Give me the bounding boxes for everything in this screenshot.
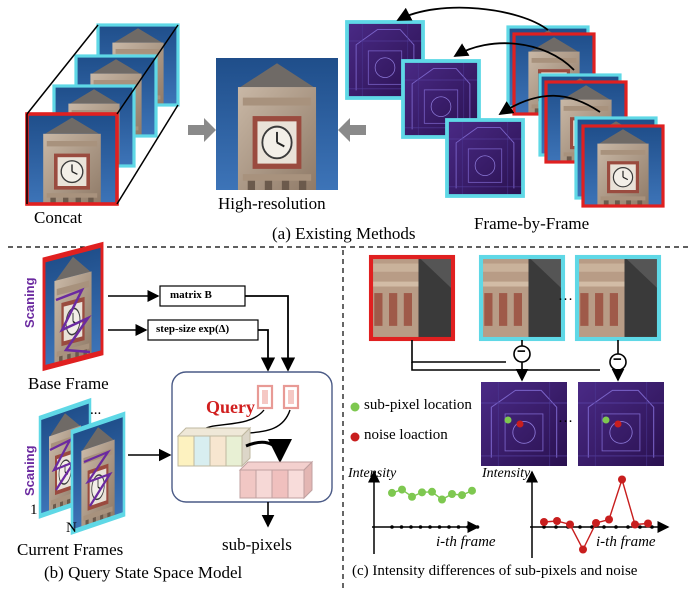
concat-label: Concat xyxy=(34,208,83,227)
legend-noise-dot xyxy=(350,432,360,442)
data-point xyxy=(553,517,561,525)
data-point xyxy=(605,515,613,524)
state-tokens xyxy=(176,426,252,468)
current-crop-2 xyxy=(574,254,662,342)
baseline-tick xyxy=(399,525,404,529)
data-point xyxy=(618,475,626,484)
diff-line-base xyxy=(411,340,506,363)
diff-map-2-subpixel-dot xyxy=(602,416,610,424)
baseline-tick xyxy=(466,525,470,529)
baseline-tick xyxy=(638,525,642,529)
minus-sign-1: − xyxy=(517,343,526,360)
state-arrow xyxy=(245,438,292,463)
data-point xyxy=(566,520,574,529)
diff-map-1-subpixel-dot xyxy=(504,416,512,424)
frame-by-frame-stack xyxy=(506,25,665,208)
baseline-tick xyxy=(578,525,582,529)
data-point xyxy=(644,519,652,528)
baseline-tick xyxy=(614,525,618,529)
diff-map-1 xyxy=(480,381,568,467)
arrow-step-size-down xyxy=(258,329,276,372)
frame-index-n: N xyxy=(66,520,77,536)
baseline-tick xyxy=(554,525,558,529)
noise-intensity-chart xyxy=(526,470,670,558)
diff-map-1-noise-dot xyxy=(516,420,524,428)
caption-c: (c) Intensity differences of sub-pixels … xyxy=(352,563,638,579)
fbf-arrow-2 xyxy=(453,42,575,71)
concat-stack xyxy=(25,23,180,206)
baseline-tick xyxy=(626,525,630,529)
data-point xyxy=(418,488,426,497)
data-point xyxy=(438,495,446,504)
arrow-matrix-b-down xyxy=(245,295,296,372)
output-tokens xyxy=(238,460,314,500)
right-gray-arrow xyxy=(338,118,366,142)
diff-line-base-2 xyxy=(411,362,600,371)
current-frames xyxy=(38,397,126,535)
left-gray-arrow xyxy=(188,118,216,142)
sub-pixels-label: sub-pixels xyxy=(222,535,292,554)
baseline-tick xyxy=(456,525,461,529)
crop-dots: … xyxy=(558,288,573,304)
base-frame xyxy=(42,241,104,372)
data-point xyxy=(468,486,476,495)
caption-b: (b) Query State Space Model xyxy=(44,563,243,582)
baseline-tick xyxy=(390,525,394,529)
fbf-arrow-1 xyxy=(396,6,549,31)
baseline-tick xyxy=(428,525,432,529)
baseline-tick xyxy=(475,525,480,529)
scanning-label-base: Scaning xyxy=(22,277,37,328)
step-size-label: step-size exp(Δ) xyxy=(156,323,230,335)
scanning-label-current: Scaning xyxy=(22,445,37,496)
diffmap-dots: … xyxy=(558,410,573,426)
baseline-tick xyxy=(418,525,423,529)
legend-subpixel-label: sub-pixel location xyxy=(364,397,472,413)
baseline-tick xyxy=(602,525,606,529)
chart2-ylabel: Intensity xyxy=(482,466,531,481)
chart1-ylabel: Intensity xyxy=(348,466,397,481)
frame-index-1: 1 xyxy=(30,502,38,518)
chart2-xlabel: i-th frame xyxy=(596,534,656,550)
subpixel-intensity-chart xyxy=(368,470,480,554)
frame-by-frame-label: Frame-by-Frame xyxy=(474,214,590,233)
current-frames-label: Current Frames xyxy=(17,540,124,559)
diff-map-2-noise-dot xyxy=(614,420,622,428)
data-point xyxy=(592,519,600,527)
fbf-arrow-3 xyxy=(498,94,601,115)
caption-a: (a) Existing Methods xyxy=(272,224,416,243)
baseline-tick xyxy=(437,525,442,529)
data-point xyxy=(448,490,456,498)
legend-subpixel-dot xyxy=(350,402,360,412)
baseline-tick xyxy=(409,525,413,529)
chart1-xlabel: i-th frame xyxy=(436,534,496,550)
baseline-tick xyxy=(447,525,451,529)
current-crop-1 xyxy=(478,254,566,342)
data-point xyxy=(579,545,587,554)
data-point xyxy=(398,485,406,494)
high-resolution-label: High-resolution xyxy=(218,194,326,213)
frames-dots: ... xyxy=(90,402,102,418)
data-point xyxy=(540,518,548,526)
minus-sign-2: − xyxy=(613,351,622,368)
data-point xyxy=(458,491,466,500)
base-crop xyxy=(368,254,456,342)
data-point xyxy=(388,488,396,497)
data-point xyxy=(408,492,416,501)
query-tokens xyxy=(256,384,300,410)
high-resolution-image xyxy=(215,57,339,191)
baseline-tick xyxy=(542,525,546,529)
query-label: Query xyxy=(206,397,255,417)
baseline-tick xyxy=(650,525,654,529)
data-point xyxy=(428,487,436,496)
legend-noise-label: noise loaction xyxy=(364,427,448,443)
feature-maps xyxy=(345,20,525,198)
matrix-b-label: matrix B xyxy=(170,289,212,301)
data-point xyxy=(631,520,639,529)
base-frame-label: Base Frame xyxy=(28,374,109,393)
